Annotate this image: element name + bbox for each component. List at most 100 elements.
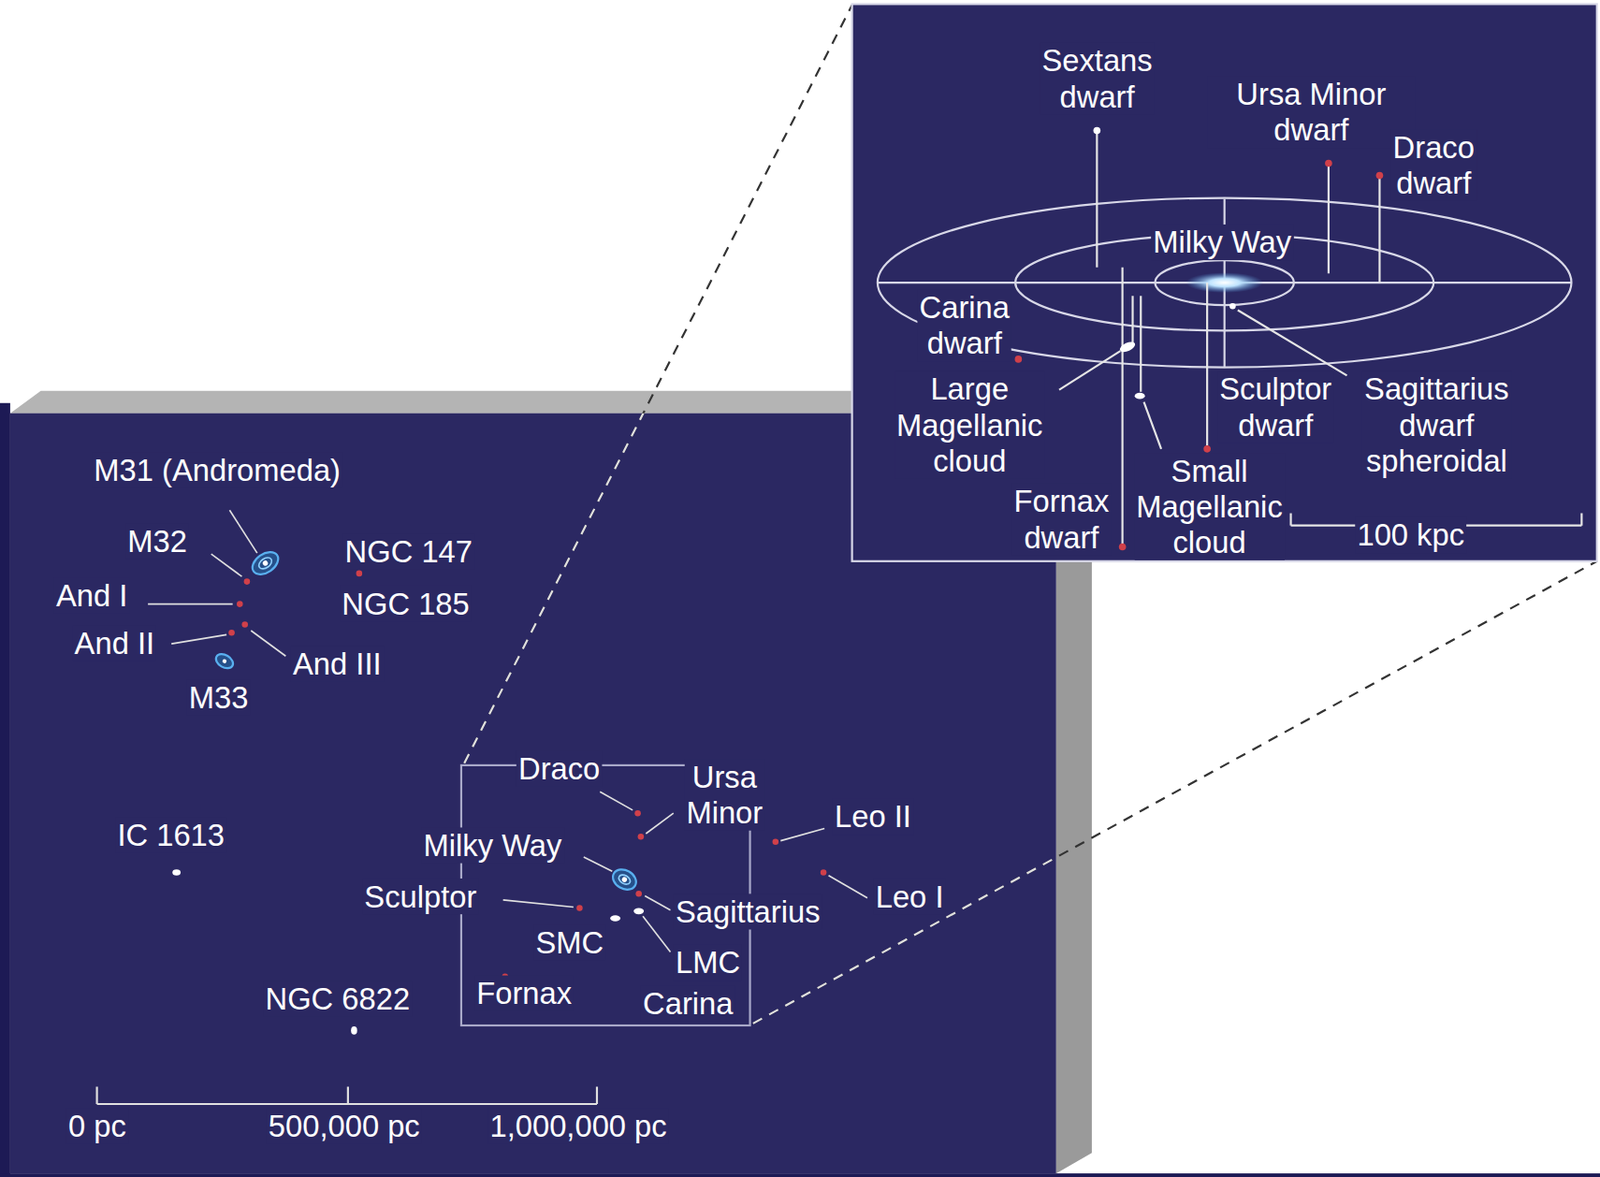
dwarf-galaxy-dot [236,600,244,608]
galaxy-label: NGC 147 [342,533,475,569]
leader-line [645,813,673,834]
slide-edge [0,403,11,1177]
height-stem [1095,133,1098,268]
galaxy-label: SMC [533,924,606,960]
spiral-galaxy [213,651,236,671]
galaxy-label: M32 [125,523,190,559]
scale-tick [1289,513,1292,526]
galaxy-label: Milky Way [421,827,564,863]
dwarf-galaxy-dot [634,810,641,817]
galaxy-label: Leo II [832,799,914,835]
dwarf-galaxy-dot [1376,172,1384,180]
galaxy-ring [609,865,640,894]
galaxy-label: And II [72,625,157,662]
galaxy-label: Small Magellanic cloud [1134,452,1285,561]
dwarf-galaxy-dot [1229,303,1237,310]
dwarf-galaxy-dot [241,621,248,628]
galaxy-label: M31 (Andromeda) [91,451,343,488]
galaxy-label: NGC 185 [339,585,472,622]
galaxy-label: And I [54,577,131,613]
dwarf-galaxy-dot [638,833,645,841]
orbit-ring [877,198,1572,368]
galaxy-label: Milky Way [1150,224,1294,261]
dwarf-galaxy-dot [1119,543,1127,552]
height-stem [1206,282,1208,446]
zoom-line [753,561,1598,1024]
height-stem [1139,295,1142,393]
irregular-galaxy [350,1026,358,1035]
galaxy-label: LMC [673,945,742,981]
galaxy-ring [213,651,236,671]
galaxy-label: Sculptor dwarf [1217,371,1334,444]
galaxy-label: Sculptor [362,878,479,915]
leader-line [171,634,227,644]
irregular-galaxy [610,915,621,922]
zoom-line [753,561,1057,1024]
galaxy-label: Carina [640,985,736,1021]
irregular-galaxy [172,869,181,876]
irregular-galaxy [1134,392,1146,400]
inset-panel [852,3,1598,561]
galaxy-label: Draco dwarf [1390,130,1477,203]
leader-line [147,603,233,606]
dwarf-galaxy-dot [1203,445,1211,453]
leader-line [229,509,257,553]
galaxy-label: Large Magellanic cloud [894,371,1046,480]
galaxy-ring [247,547,282,580]
galaxy-ring [256,555,274,572]
height-stem [1131,295,1134,343]
dwarf-galaxy-dot [772,838,780,845]
dwarf-galaxy-dot [1015,355,1023,364]
zoom-line [464,4,852,763]
dwarf-galaxy-dot [1093,127,1102,135]
dwarf-galaxy-dot [820,869,828,876]
dwarf-galaxy-dot [1324,160,1333,168]
scale-label: 1,000,000 pc [487,1107,670,1144]
spiral-galaxy [609,865,640,894]
galaxy-label: Ursa Minor [683,758,765,831]
spiral-galaxy [247,547,282,580]
leader-line [583,857,613,872]
galaxy-core [261,559,270,568]
galaxy-label: Sextans dwarf [1039,43,1155,116]
irregular-galaxy [1118,339,1137,354]
galaxy-label: And III [290,645,384,682]
galaxy-label: Draco [516,751,603,787]
galaxy-label: IC 1613 [115,817,227,854]
galaxy-label: Sagittarius [673,893,823,930]
galaxy-label: Fornax [474,975,574,1012]
scale-tick [96,1086,99,1105]
scale-tick [347,1086,350,1105]
irregular-galaxy [633,908,644,916]
leader-line [644,896,670,911]
dwarf-galaxy-dot [635,890,642,898]
galaxy-label: Sagittarius dwarf spheroidal [1362,371,1512,480]
galaxy-label: Fornax dwarf [1011,483,1111,556]
scale-tick [1580,513,1583,526]
galaxy-label: Leo I [873,878,946,915]
height-stem [1327,166,1330,275]
leader-line [642,916,670,952]
galaxy-core [621,875,628,883]
height-stem [1378,178,1381,283]
leader-line [1144,402,1163,450]
leader-line [599,791,633,811]
leader-line [1237,310,1348,377]
milky-way-disk [1185,272,1264,293]
scale-tick [596,1086,598,1105]
height-stem [1121,267,1124,545]
leader-line [1059,350,1120,390]
leader-line [503,900,574,908]
zoom-line [464,413,852,764]
dwarf-galaxy-dot [244,578,251,585]
leader-line [780,829,825,842]
galaxy-label: NGC 6822 [262,980,412,1017]
galaxy-label: Ursa Minor dwarf [1207,76,1415,149]
dwarf-galaxy-dot [356,570,364,578]
galaxy-core [221,658,228,665]
scale-label: 100 kpc [1354,517,1467,553]
leader-line [250,630,286,656]
galaxy-label: Carina dwarf [916,290,1012,363]
scale-label: 500,000 pc [266,1107,422,1144]
